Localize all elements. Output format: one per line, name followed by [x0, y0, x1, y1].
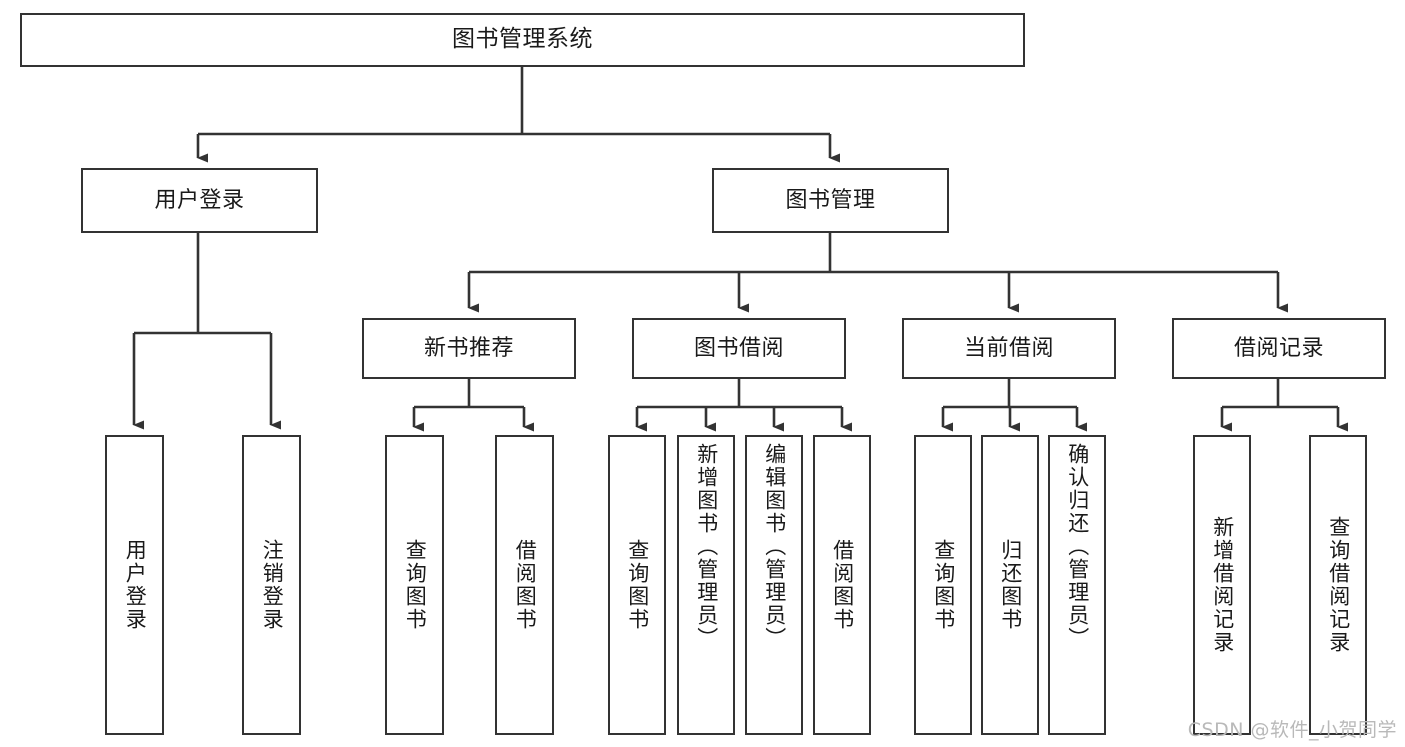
node-leaf-borrow-book-1[interactable]: 借阅图书: [495, 435, 554, 735]
node-user-login[interactable]: 用户登录: [81, 168, 318, 233]
node-label: 借阅图书: [513, 539, 538, 631]
node-label: 当前借阅: [963, 335, 1054, 361]
node-leaf-query-book-1[interactable]: 查询图书: [385, 435, 444, 735]
node-leaf-add-record[interactable]: 新增借阅记录: [1193, 435, 1251, 735]
node-label: 图书管理: [785, 187, 876, 213]
watermark-text: CSDN @软件_小贺同学: [1187, 719, 1397, 741]
node-current-borrow[interactable]: 当前借阅: [902, 318, 1116, 379]
node-leaf-confirm-return[interactable]: 确认归还（管理员）: [1048, 435, 1106, 735]
node-leaf-query-book-3[interactable]: 查询图书: [914, 435, 972, 735]
node-label: 借阅记录: [1233, 335, 1324, 361]
node-label: 注销登录: [260, 539, 285, 631]
node-label: 用户登录: [123, 539, 148, 631]
node-leaf-edit-book[interactable]: 编辑图书（管理员）: [745, 435, 803, 735]
node-leaf-query-record[interactable]: 查询借阅记录: [1309, 435, 1367, 735]
node-leaf-user-login[interactable]: 用户登录: [105, 435, 164, 735]
node-label: 查询图书: [625, 539, 650, 631]
node-label: 图书管理系统: [452, 26, 593, 53]
node-label: 查询图书: [931, 539, 956, 631]
node-label: 编辑图书（管理员）: [762, 443, 787, 650]
node-label: 确认归还（管理员）: [1065, 443, 1090, 650]
node-label: 新增借阅记录: [1210, 516, 1235, 654]
node-leaf-return-book[interactable]: 归还图书: [981, 435, 1039, 735]
node-book-manage[interactable]: 图书管理: [712, 168, 949, 233]
node-label: 图书借阅: [693, 335, 784, 361]
node-label: 用户登录: [154, 187, 245, 213]
node-new-book-recommend[interactable]: 新书推荐: [362, 318, 576, 379]
node-borrow-record[interactable]: 借阅记录: [1172, 318, 1386, 379]
node-leaf-logout-login[interactable]: 注销登录: [242, 435, 301, 735]
node-root-book-management-system[interactable]: 图书管理系统: [20, 13, 1025, 67]
node-book-borrow[interactable]: 图书借阅: [632, 318, 846, 379]
node-leaf-borrow-book-2[interactable]: 借阅图书: [813, 435, 871, 735]
node-label: 查询图书: [403, 539, 428, 631]
node-label: 新书推荐: [423, 335, 514, 361]
node-label: 新增图书（管理员）: [694, 443, 719, 650]
node-leaf-add-book[interactable]: 新增图书（管理员）: [677, 435, 735, 735]
node-leaf-query-book-2[interactable]: 查询图书: [608, 435, 666, 735]
node-label: 查询借阅记录: [1326, 516, 1351, 654]
node-label: 借阅图书: [830, 539, 855, 631]
node-label: 归还图书: [998, 539, 1023, 631]
